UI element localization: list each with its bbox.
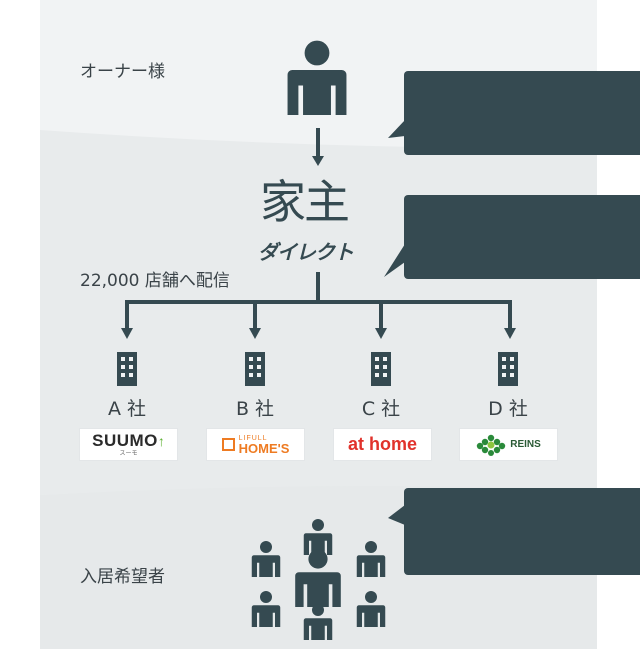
- athome-logo: at home: [333, 428, 432, 461]
- brand-kanji-right: 主: [304, 175, 350, 229]
- brand-katakana: ダイレクト: [258, 240, 354, 264]
- arrow-down-icon: [375, 328, 387, 339]
- callout-bubble-company: [384, 195, 640, 279]
- building-icon: [117, 352, 137, 386]
- arrow-down-icon: [121, 328, 133, 339]
- building-icon: [371, 352, 391, 386]
- company-name: B 社: [235, 398, 275, 420]
- brand-logo: 家主 ダイレクト: [258, 166, 378, 270]
- owner-label: オーナー様: [80, 62, 165, 82]
- seekers-label: 入居希望者: [80, 567, 165, 587]
- company-name: A 社: [107, 398, 147, 420]
- arrow-down-icon: [249, 328, 261, 339]
- callout-bubble-seekers: [388, 488, 640, 575]
- reins-logo: REINS: [459, 428, 558, 461]
- homes-logo: LIFULL HOME'S: [206, 428, 305, 461]
- suumo-logo: SUUMO↑ スーモ: [79, 428, 178, 461]
- company-name: C 社: [361, 398, 401, 420]
- arrow-down-icon: [312, 128, 324, 166]
- distribution-tree: [125, 272, 512, 330]
- reins-mark-icon: [477, 434, 506, 456]
- distribution-label: 22,000 店舗へ配信: [80, 271, 230, 291]
- arrow-down-icon: [504, 328, 516, 339]
- building-icon: [498, 352, 518, 386]
- building-icon: [245, 352, 265, 386]
- callout-bubble-owner: [388, 71, 640, 155]
- company-name: D 社: [488, 398, 528, 420]
- brand-kanji-left: 家: [260, 175, 306, 229]
